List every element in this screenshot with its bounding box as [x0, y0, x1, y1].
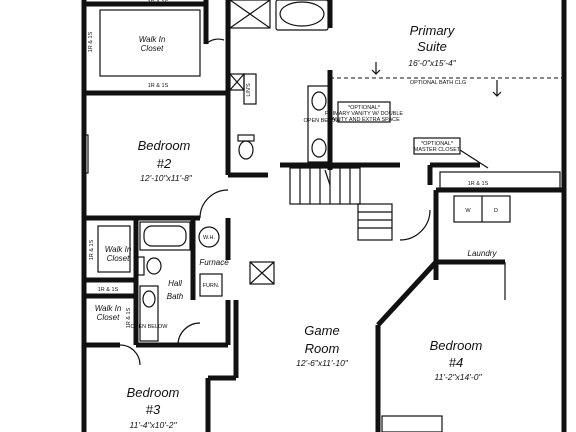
bedroom3-dims: 11'-4"x10'-2" [130, 420, 178, 430]
rs-note-closet: 1R & 1S [148, 83, 169, 89]
walk-in-closet-mid: Walk In Closet 1R & 1S [89, 225, 132, 273]
optional-bath-clg: OPTIONAL BATH CLG [410, 80, 466, 86]
closet-low-line1: Walk In [95, 304, 122, 313]
rs-note-mid: 1R & 1S [89, 239, 95, 260]
rs-note-suite: 1R & 1S [468, 181, 489, 187]
stair [289, 167, 393, 241]
hall-bath-line1: Hall [168, 279, 182, 288]
optional-closet-l1: *OPTIONAL* [421, 141, 454, 147]
bedroom3-number: #3 [146, 402, 161, 417]
water-heater-label: W.H. [203, 235, 215, 241]
hall-bath: Hall Bath OPEN BELOW [131, 221, 201, 346]
closet-mid-line2: Closet [107, 254, 130, 263]
open-below-bath: OPEN BELOW [304, 118, 342, 124]
closet-mid-line1: Walk In [105, 245, 132, 254]
closet-top-line2: Closet [141, 44, 164, 53]
furn-label: FURN. [203, 283, 220, 289]
primary-suite: Primary Suite 16'-0"x15'-4" OPTIONAL BAT… [325, 23, 564, 189]
optional-vanity-l2: PRIMARY VANITY W/ DOUBLE [325, 111, 403, 117]
game-room-line2: Room [305, 341, 340, 356]
closet-low-line2: Closet [97, 313, 120, 322]
furnace: W.H. Furnace FURN. [198, 226, 275, 297]
bedroom2-number: #2 [157, 156, 172, 171]
optional-vanity-l3: VANITY AND EXTRA SPACE [328, 117, 400, 123]
bedroom-3: Bedroom #3 11'-4"x10'-2" [119, 344, 180, 430]
bedroom-4: Bedroom #4 11'-2"x14'-0" [381, 338, 483, 432]
bedroom2-name: Bedroom [138, 138, 191, 153]
walk-in-closet-top: Walk In Closet 1R & 1S 1R & 1S 1R & 1S [88, 0, 225, 89]
walls [81, 0, 567, 432]
laundry-name: Laundry [468, 249, 498, 258]
optional-vanity-l1: *OPTIONAL* [348, 105, 381, 111]
primary-suite-dims: 16'-0"x15'-4" [408, 58, 457, 68]
rs-note-low-side: 1R & 1S [126, 307, 132, 328]
open-below-hall: OPEN BELOW [131, 324, 169, 330]
primary-suite-line1: Primary [410, 23, 456, 38]
washer-label: W [465, 208, 471, 214]
rs-note-low: 1R & 1S [98, 287, 119, 293]
game-room-dims: 12'-6"x11'-10" [296, 358, 349, 368]
bedroom3-name: Bedroom [127, 385, 180, 400]
bedroom2-dims: 12'-10"x11'-8" [140, 173, 193, 183]
linen-label: LIN'S [246, 83, 252, 97]
primary-bath: LIN'S OPEN BELOW [229, 0, 342, 163]
game-room-line1: Game [304, 323, 339, 338]
rs-note-top: 1R & 1S [148, 0, 169, 6]
bedroom-2: Bedroom #2 12'-10"x11'-8" [83, 134, 229, 219]
hall-bath-line2: Bath [167, 292, 184, 301]
dryer-label: D [494, 208, 498, 214]
primary-suite-line2: Suite [417, 39, 447, 54]
bedroom4-dims: 11'-2"x14'-0" [435, 372, 483, 382]
bedroom4-name: Bedroom [430, 338, 483, 353]
closet-top-line1: Walk In [139, 35, 166, 44]
laundry: W D Laundry [453, 195, 511, 300]
game-room: Game Room 12'-6"x11'-10" [296, 209, 431, 368]
bedroom4-number: #4 [449, 355, 463, 370]
optional-closet-l2: MASTER CLOSET [414, 147, 461, 153]
rs-note-closet-side: 1R & 1S [88, 31, 94, 52]
furnace-name: Furnace [199, 258, 229, 267]
walk-in-closet-low: 1R & 1S Walk In Closet 1R & 1S [95, 287, 132, 328]
